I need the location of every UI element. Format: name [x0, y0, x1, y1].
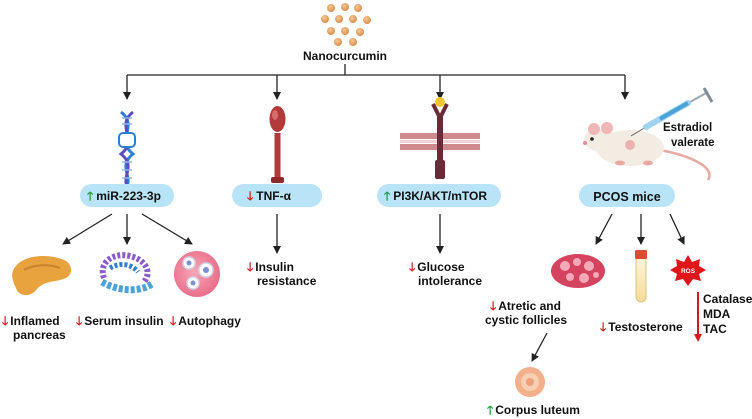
- down-arrow-icon: 🡓: [76, 314, 82, 328]
- svg-text:🡓Serum insulin: 🡓Serum insulin: [76, 314, 164, 328]
- outcome-line-1: Serum insulin: [84, 314, 163, 328]
- outcome-line-1: Catalase: [703, 292, 752, 306]
- dna-icon: [118, 110, 136, 194]
- svg-text:🡑miR-223-3p: 🡑miR-223-3p: [87, 189, 161, 203]
- outcome-line-1: Autophagy: [178, 314, 241, 328]
- outcome-testosterone: 🡓Testosterone: [600, 320, 683, 334]
- follicles-icon: [551, 254, 605, 288]
- ros-icon: ROS: [670, 255, 706, 286]
- outcome-line-3: TAC: [703, 322, 727, 336]
- svg-text:Catalase MDA TAC: Catalase MDA TAC: [703, 292, 752, 336]
- test-tube-icon: [635, 250, 647, 303]
- outcome-line-2: pancreas: [13, 328, 66, 342]
- outcome-line-1: Insulin: [255, 260, 294, 274]
- pill-label: PI3K/AKT/mTOR: [393, 189, 487, 203]
- down-arrow-icon: 🡓: [247, 260, 253, 274]
- outcome-serum-insulin: 🡓Serum insulin: [76, 314, 164, 328]
- syringe-icon: [630, 87, 714, 137]
- pill-tnf: 🡓TNF-α: [232, 184, 322, 207]
- ros-badge: ROS: [681, 268, 696, 275]
- cytokine-icon: [269, 106, 286, 183]
- receptor-icon: [400, 97, 480, 179]
- corpus-luteum-icon: [515, 367, 545, 397]
- injection-line-2: valerate: [671, 137, 714, 149]
- down-arrow-icon: 🡓: [409, 260, 415, 274]
- up-arrow-icon: 🡑: [384, 189, 390, 203]
- outcome-autophagy: 🡓Autophagy: [170, 314, 241, 328]
- outcome-line-2: intolerance: [418, 274, 482, 288]
- lower-connectors: [62, 213, 685, 362]
- svg-text:🡑Corpus luteum: 🡑Corpus luteum: [487, 403, 580, 417]
- injection-line-1: Estradiol: [663, 122, 712, 134]
- outcome-line-1: Atretic and: [498, 299, 561, 313]
- svg-text:Estradiol valerate: Estradiol valerate: [663, 122, 715, 149]
- outcome-line-2: cystic follicles: [485, 313, 567, 327]
- down-arrow-icon: 🡓: [2, 314, 8, 328]
- svg-text:🡑PI3K/AKT/mTOR: 🡑PI3K/AKT/mTOR: [384, 189, 487, 203]
- top-connectors: [123, 64, 629, 100]
- autophagy-cell-icon: [174, 251, 220, 297]
- down-arrow-icon: 🡓: [247, 189, 253, 203]
- outcome-line-1: Corpus luteum: [495, 403, 580, 417]
- nanoparticles-icon: [321, 3, 371, 46]
- outcome-corpus-luteum: 🡑Corpus luteum: [487, 403, 580, 417]
- svg-text:🡓TNF-α: 🡓TNF-α: [247, 189, 292, 203]
- pill-pcos: PCOS mice: [579, 184, 675, 207]
- outcome-line-1: Inflamed: [10, 314, 59, 328]
- up-arrow-icon: 🡑: [87, 189, 93, 203]
- mouse-icon: [583, 122, 711, 181]
- outcome-line-2: resistance: [257, 274, 317, 288]
- outcome-line-2: MDA: [703, 307, 731, 321]
- down-arrow-icon: 🡓: [170, 314, 176, 328]
- pill-pi3k: 🡑PI3K/AKT/mTOR: [377, 184, 501, 207]
- insulin-molecule-icon: [99, 252, 154, 294]
- svg-text:🡓Autophagy: 🡓Autophagy: [170, 314, 241, 328]
- outcome-ros-markers: Catalase MDA TAC: [694, 292, 752, 342]
- up-arrow-icon: 🡑: [487, 403, 493, 417]
- down-arrow-icon: 🡓: [600, 320, 606, 334]
- pill-mirna: 🡑miR-223-3p: [80, 184, 174, 207]
- down-arrow-icon: 🡓: [490, 299, 496, 313]
- title: Nanocurcumin: [303, 49, 387, 63]
- outcome-line-1: Glucose: [417, 260, 465, 274]
- pill-label: PCOS mice: [593, 190, 660, 204]
- svg-text:🡓Testosterone: 🡓Testosterone: [600, 320, 683, 334]
- pancreas-icon: [12, 256, 72, 296]
- pill-label: TNF-α: [256, 189, 291, 203]
- outcome-line-1: Testosterone: [608, 320, 683, 334]
- pill-label: miR-223-3p: [96, 189, 161, 203]
